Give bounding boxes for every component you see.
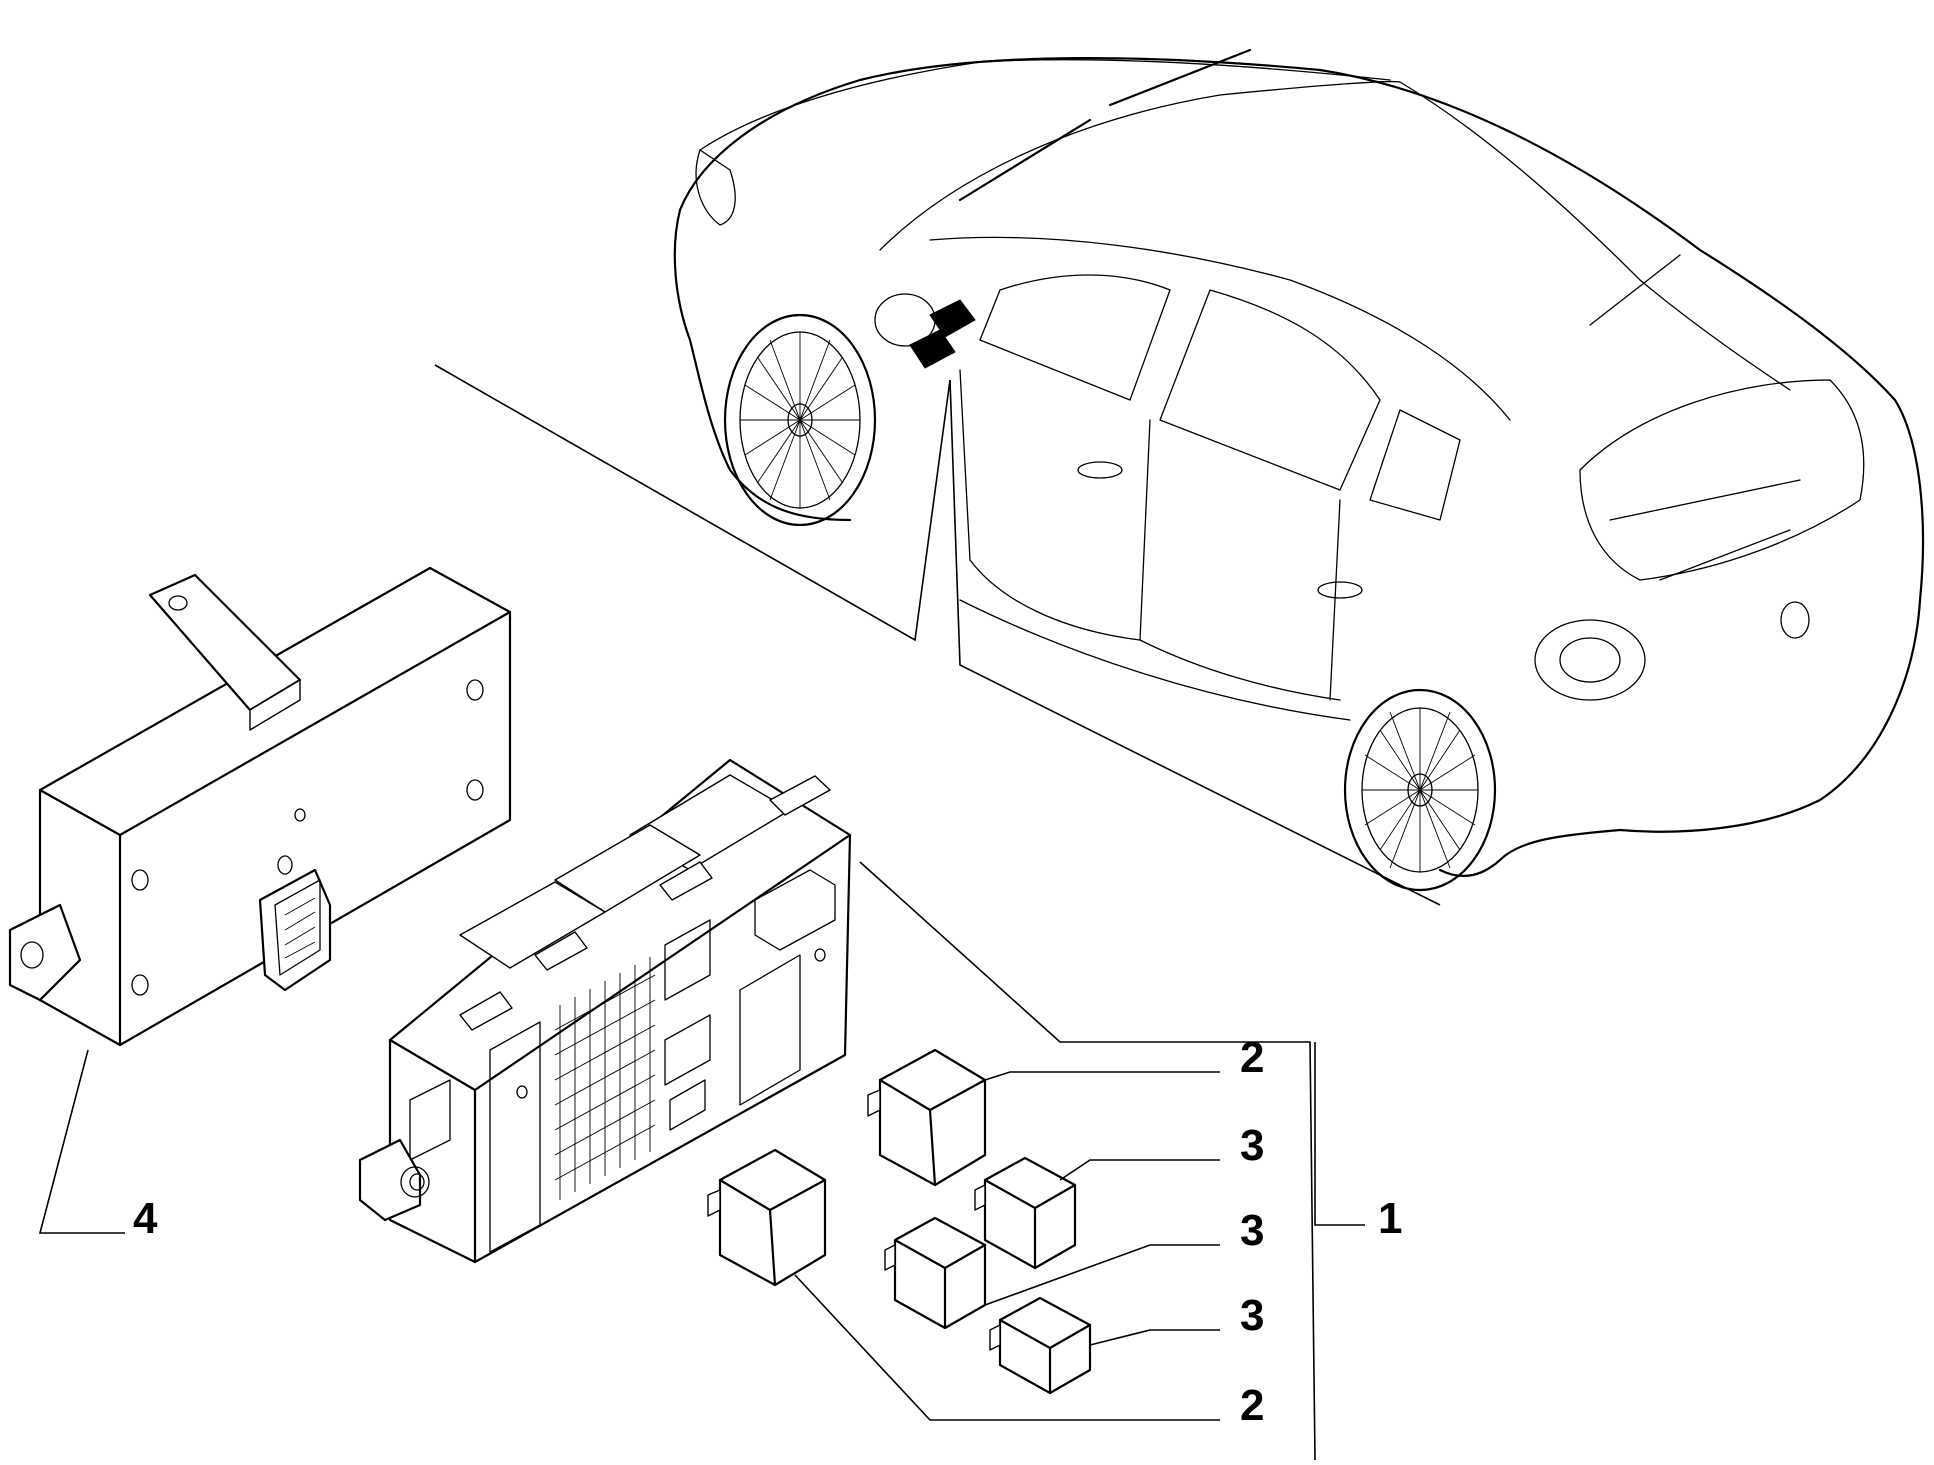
small-relay <box>989 1296 1220 1395</box>
callout-2-lower: 2 <box>1240 1381 1264 1430</box>
callout-3-top: 3 <box>1240 1121 1264 1170</box>
large-relay <box>707 1148 1220 1421</box>
vehicle-outline <box>673 48 1925 892</box>
small-relay <box>974 1156 1220 1270</box>
callout-1-leader <box>1314 1042 1365 1226</box>
fuse-box-module <box>358 758 1316 1461</box>
callout-2-upper: 2 <box>1240 1033 1264 1082</box>
callout-3-bottom: 3 <box>1240 1291 1264 1340</box>
rear-wheel <box>1343 688 1497 892</box>
callout-4: 4 <box>133 1194 158 1243</box>
front-wheel <box>723 313 877 527</box>
callout-labels: 1 2 3 3 3 2 4 <box>133 1033 1402 1430</box>
callout-1: 1 <box>1378 1194 1402 1243</box>
callout-3-middle: 3 <box>1240 1206 1264 1255</box>
fuse-grid <box>554 957 656 1200</box>
location-guide-lines <box>434 364 1441 906</box>
body-control-unit <box>8 566 512 1234</box>
large-relay <box>867 1048 1220 1187</box>
small-relay <box>884 1216 1220 1330</box>
relay-set <box>707 1048 1220 1421</box>
